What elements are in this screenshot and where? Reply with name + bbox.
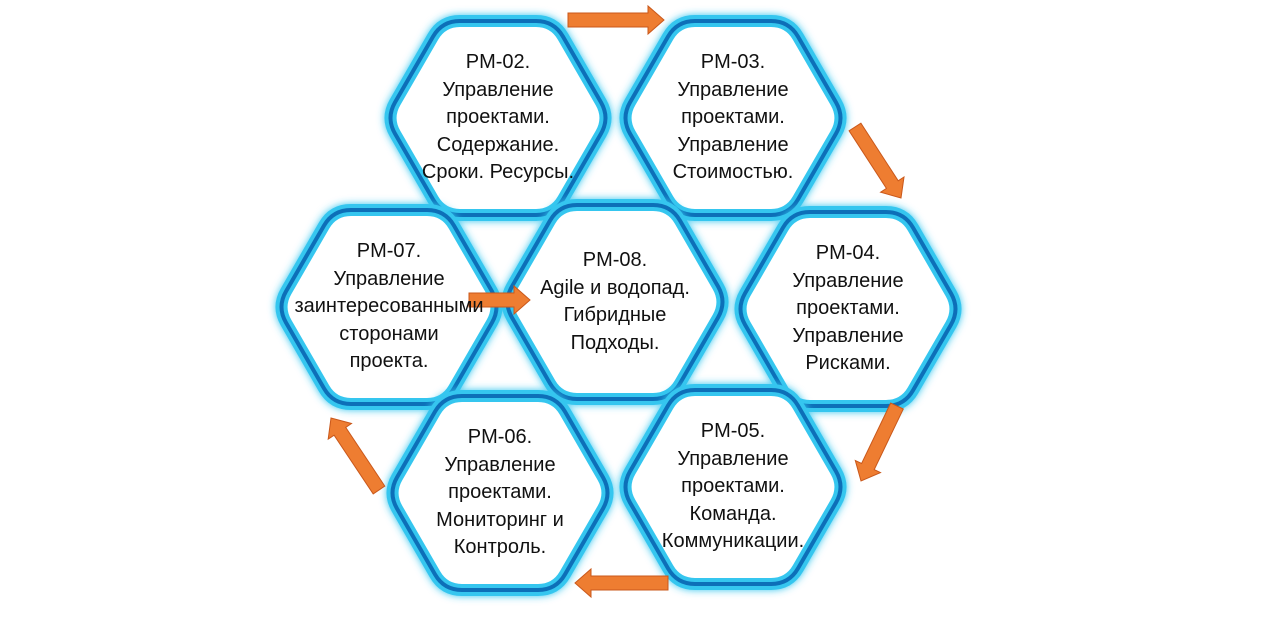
module-label-line: Мониторинг и bbox=[436, 508, 564, 531]
module-label-line: Управление bbox=[677, 133, 789, 156]
module-label-line: сторонами bbox=[339, 322, 439, 345]
hexagon-pm03 bbox=[619, 15, 847, 221]
arrow-pm04-to-pm05 bbox=[854, 402, 904, 482]
hexagon-border-inner bbox=[390, 394, 610, 592]
arrow-pm05-to-pm06 bbox=[574, 567, 669, 599]
module-label-line: PM-03. bbox=[700, 51, 766, 74]
module-label-line: Управление bbox=[677, 78, 789, 101]
module-label-line: проектами. bbox=[796, 297, 900, 320]
hexagon-border-inner bbox=[623, 388, 843, 586]
module-label-line: Подходы. bbox=[570, 331, 660, 354]
hexagon-pm08 bbox=[501, 199, 729, 405]
module-label-line: Управление bbox=[792, 324, 904, 347]
module-label-line: PM-07. bbox=[356, 240, 422, 263]
module-label-pm06: PM-06. Управление проектами. Мониторинг и Ко… bbox=[385, 424, 615, 562]
arrow-layer bbox=[327, 4, 905, 599]
hexagon-layer bbox=[275, 15, 962, 596]
hexagon-pm04 bbox=[734, 206, 962, 412]
module-label-line: Сроки. Ресурсы. bbox=[421, 161, 575, 184]
module-label-line: Agile и водопад. bbox=[540, 276, 690, 299]
module-label-line: заинтересованными bbox=[294, 295, 484, 318]
hexagon-pm07 bbox=[275, 204, 503, 410]
module-label-line: Содержание. bbox=[436, 133, 560, 156]
arrow-pm07-to-pm08 bbox=[468, 284, 531, 316]
hexagon-pm05 bbox=[619, 384, 847, 590]
module-label-line: Управление bbox=[333, 267, 445, 290]
module-label-line: Контроль. bbox=[453, 536, 547, 559]
arrow-pm02-to-pm03 bbox=[567, 4, 665, 36]
module-label-line: PM-04. bbox=[815, 242, 881, 265]
hexagon-border-inner bbox=[738, 210, 958, 408]
module-label-line: проектами. bbox=[448, 481, 552, 504]
module-label-line: Управление bbox=[677, 447, 789, 470]
module-label-line: проектами. bbox=[681, 475, 785, 498]
module-label-line: проектами. bbox=[681, 106, 785, 129]
hexagon-pm06 bbox=[386, 390, 614, 596]
module-label-line: Коммуникации. bbox=[661, 530, 805, 553]
hexagon-border-inner bbox=[279, 208, 499, 406]
module-label-line: Гибридные bbox=[563, 304, 667, 326]
module-label-line: PM-08. bbox=[582, 249, 648, 271]
arrow-pm06-to-pm07 bbox=[327, 417, 386, 495]
hexagon-pm02 bbox=[384, 15, 612, 221]
module-label-line: Управление bbox=[444, 453, 556, 476]
module-label-line: PM-06. bbox=[467, 426, 533, 449]
module-label-line: проекта. bbox=[349, 350, 429, 373]
module-label-line: Рисками. bbox=[805, 352, 891, 375]
module-label-pm07: PM-07. Управление заинтересованными сторона… bbox=[274, 238, 504, 376]
module-label-line: Стоимостью. bbox=[672, 161, 794, 184]
module-label-pm05: PM-05. Управление проектами. Команда. Коммун… bbox=[618, 418, 848, 556]
module-label-pm02: PM-02. Управление проектами. Содержание. Сро… bbox=[383, 49, 613, 187]
hexagon-border-inner bbox=[505, 203, 725, 401]
module-label-line: Команда. bbox=[689, 502, 777, 525]
hexagon-border-inner bbox=[388, 19, 608, 217]
module-label-line: Управление bbox=[442, 78, 554, 101]
module-label-line: PM-02. bbox=[465, 51, 531, 74]
module-label-line: Управление bbox=[792, 269, 904, 292]
hexagon-border-inner bbox=[623, 19, 843, 217]
module-label-line: проектами. bbox=[446, 106, 550, 129]
module-label-line: PM-05. bbox=[700, 420, 766, 443]
arrow-pm03-to-pm04 bbox=[848, 122, 905, 199]
